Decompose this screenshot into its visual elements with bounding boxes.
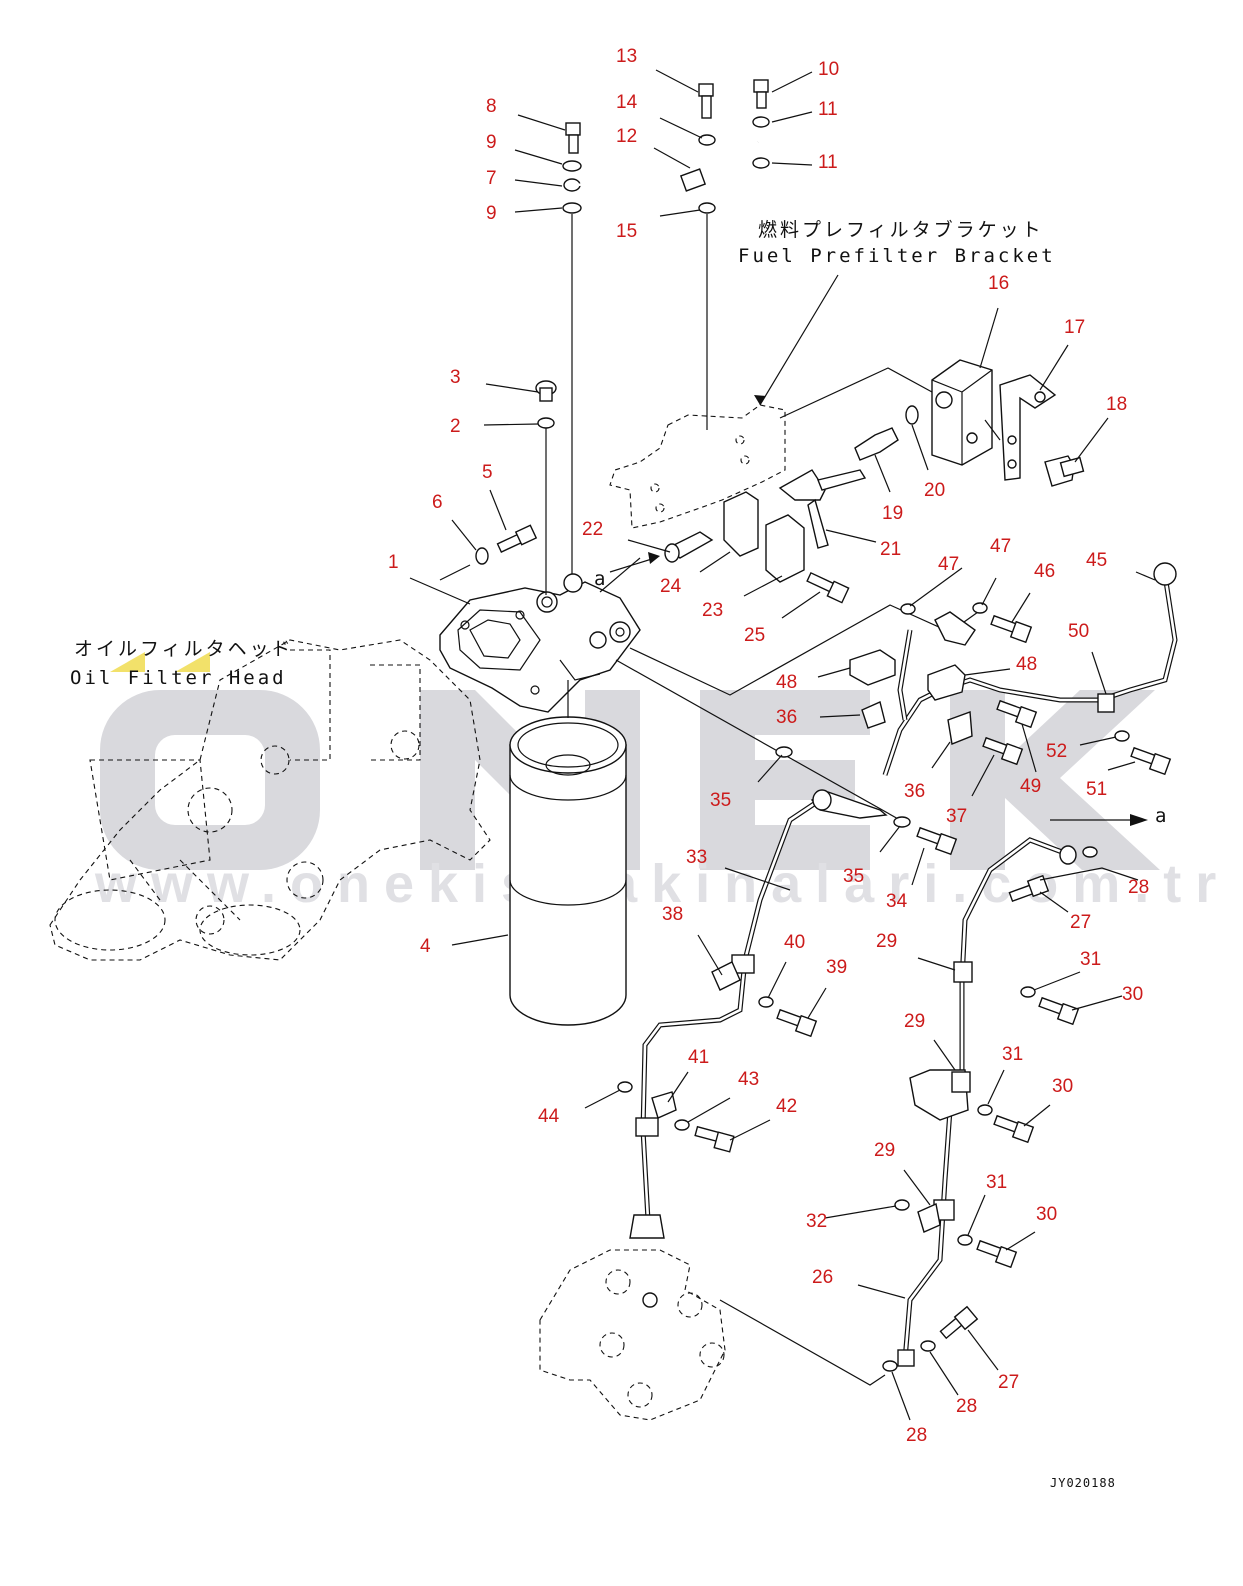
fuel-prefilter-bracket-label-jp: 燃料プレフィルタブラケット [758, 218, 1044, 241]
callout: 32 [806, 1211, 827, 1232]
callout: 6 [432, 492, 443, 513]
callout: 12 [616, 126, 637, 147]
callout: 45 [1086, 550, 1107, 571]
callout: 43 [738, 1069, 759, 1090]
callout: 20 [924, 480, 945, 501]
callout: 29 [876, 931, 897, 952]
arrow-a-label-top: a [594, 568, 608, 590]
oil-filter-cartridge [509, 680, 627, 1026]
callout: 9 [486, 132, 497, 153]
callout: 51 [1086, 779, 1107, 800]
callout: 35 [710, 790, 731, 811]
callout: 48 [776, 672, 797, 693]
lower-filter-head [539, 1249, 886, 1421]
callout: 33 [686, 847, 707, 868]
callout: 48 [1016, 654, 1037, 675]
callout: 30 [1036, 1204, 1057, 1225]
leader-lines [409, 69, 1156, 1421]
callout: 34 [886, 891, 908, 912]
callout: 16 [988, 273, 1009, 294]
callout: 5 [482, 462, 493, 483]
arrow-a-label-right: a [1155, 805, 1169, 827]
callout: 4 [420, 936, 431, 957]
callout: 9 [486, 203, 497, 224]
callout: 10 [818, 59, 839, 80]
callout: 19 [882, 503, 903, 524]
callout: 40 [784, 932, 805, 953]
callout: 18 [1106, 394, 1127, 415]
callout: 22 [582, 519, 603, 540]
callout: 15 [616, 221, 637, 242]
fuel-prefilter-bracket-outline [609, 404, 786, 529]
oil-filter-head-label-jp: オイルフィルタヘッド [74, 638, 294, 660]
callout: 1 [388, 552, 399, 573]
callout: 46 [1034, 561, 1055, 582]
callout: 27 [998, 1372, 1019, 1393]
bracket-parts [664, 359, 1085, 604]
callout: 35 [843, 866, 864, 887]
callout: 24 [660, 576, 682, 597]
callout: 7 [486, 168, 497, 189]
callout: 26 [812, 1267, 833, 1288]
callout: 31 [1002, 1044, 1023, 1065]
callout: 21 [880, 539, 901, 560]
callout: 29 [874, 1140, 895, 1161]
callout: 29 [904, 1011, 925, 1032]
right-pipes [849, 562, 1178, 1372]
callout: 52 [1046, 741, 1067, 762]
callout: 37 [946, 806, 967, 827]
callout: 14 [616, 92, 638, 113]
callout: 49 [1020, 776, 1041, 797]
callout: 38 [662, 904, 683, 925]
fuel-prefilter-bracket-label-en: Fuel Prefilter Bracket [738, 245, 1056, 267]
callout: 39 [826, 957, 847, 978]
callout: 25 [744, 625, 765, 646]
callout: 36 [776, 707, 797, 728]
callout: 3 [450, 367, 461, 388]
oil-filter-head [439, 380, 979, 821]
callout: 31 [1080, 949, 1101, 970]
callout: 31 [986, 1172, 1007, 1193]
drawing-code: JY020188 [1050, 1476, 1116, 1490]
callout: 11 [818, 152, 838, 173]
callout: 8 [486, 96, 497, 117]
pipe-33-assembly [617, 746, 958, 1239]
callout: 47 [990, 536, 1011, 557]
callout: 11 [818, 99, 838, 120]
callout: 47 [938, 554, 959, 575]
callout: 17 [1064, 317, 1085, 338]
callout: 2 [450, 416, 461, 437]
callout: 13 [616, 46, 637, 67]
watermark: www.onekismakinalari.com.tr [94, 652, 1216, 914]
engine-outline [49, 639, 491, 961]
callout: 36 [904, 781, 925, 802]
callout: 50 [1068, 621, 1089, 642]
callout: 44 [538, 1106, 560, 1127]
callout: 30 [1052, 1076, 1073, 1097]
callout: 28 [1128, 877, 1149, 898]
top-hardware [562, 79, 770, 595]
callout: 30 [1122, 984, 1143, 1005]
captions: 燃料プレフィルタブラケット Fuel Prefilter Bracket オイル… [70, 218, 1169, 1490]
callout: 42 [776, 1096, 797, 1117]
callout: 41 [688, 1047, 709, 1068]
callout-numbers: 1 2 3 4 5 6 7 8 9 9 10 11 11 12 13 14 15… [388, 46, 1149, 1446]
callout: 28 [906, 1425, 927, 1446]
callout: 27 [1070, 912, 1091, 933]
callout: 23 [702, 600, 723, 621]
oil-filter-head-label-en: Oil Filter Head [70, 667, 287, 689]
callout: 28 [956, 1396, 977, 1417]
